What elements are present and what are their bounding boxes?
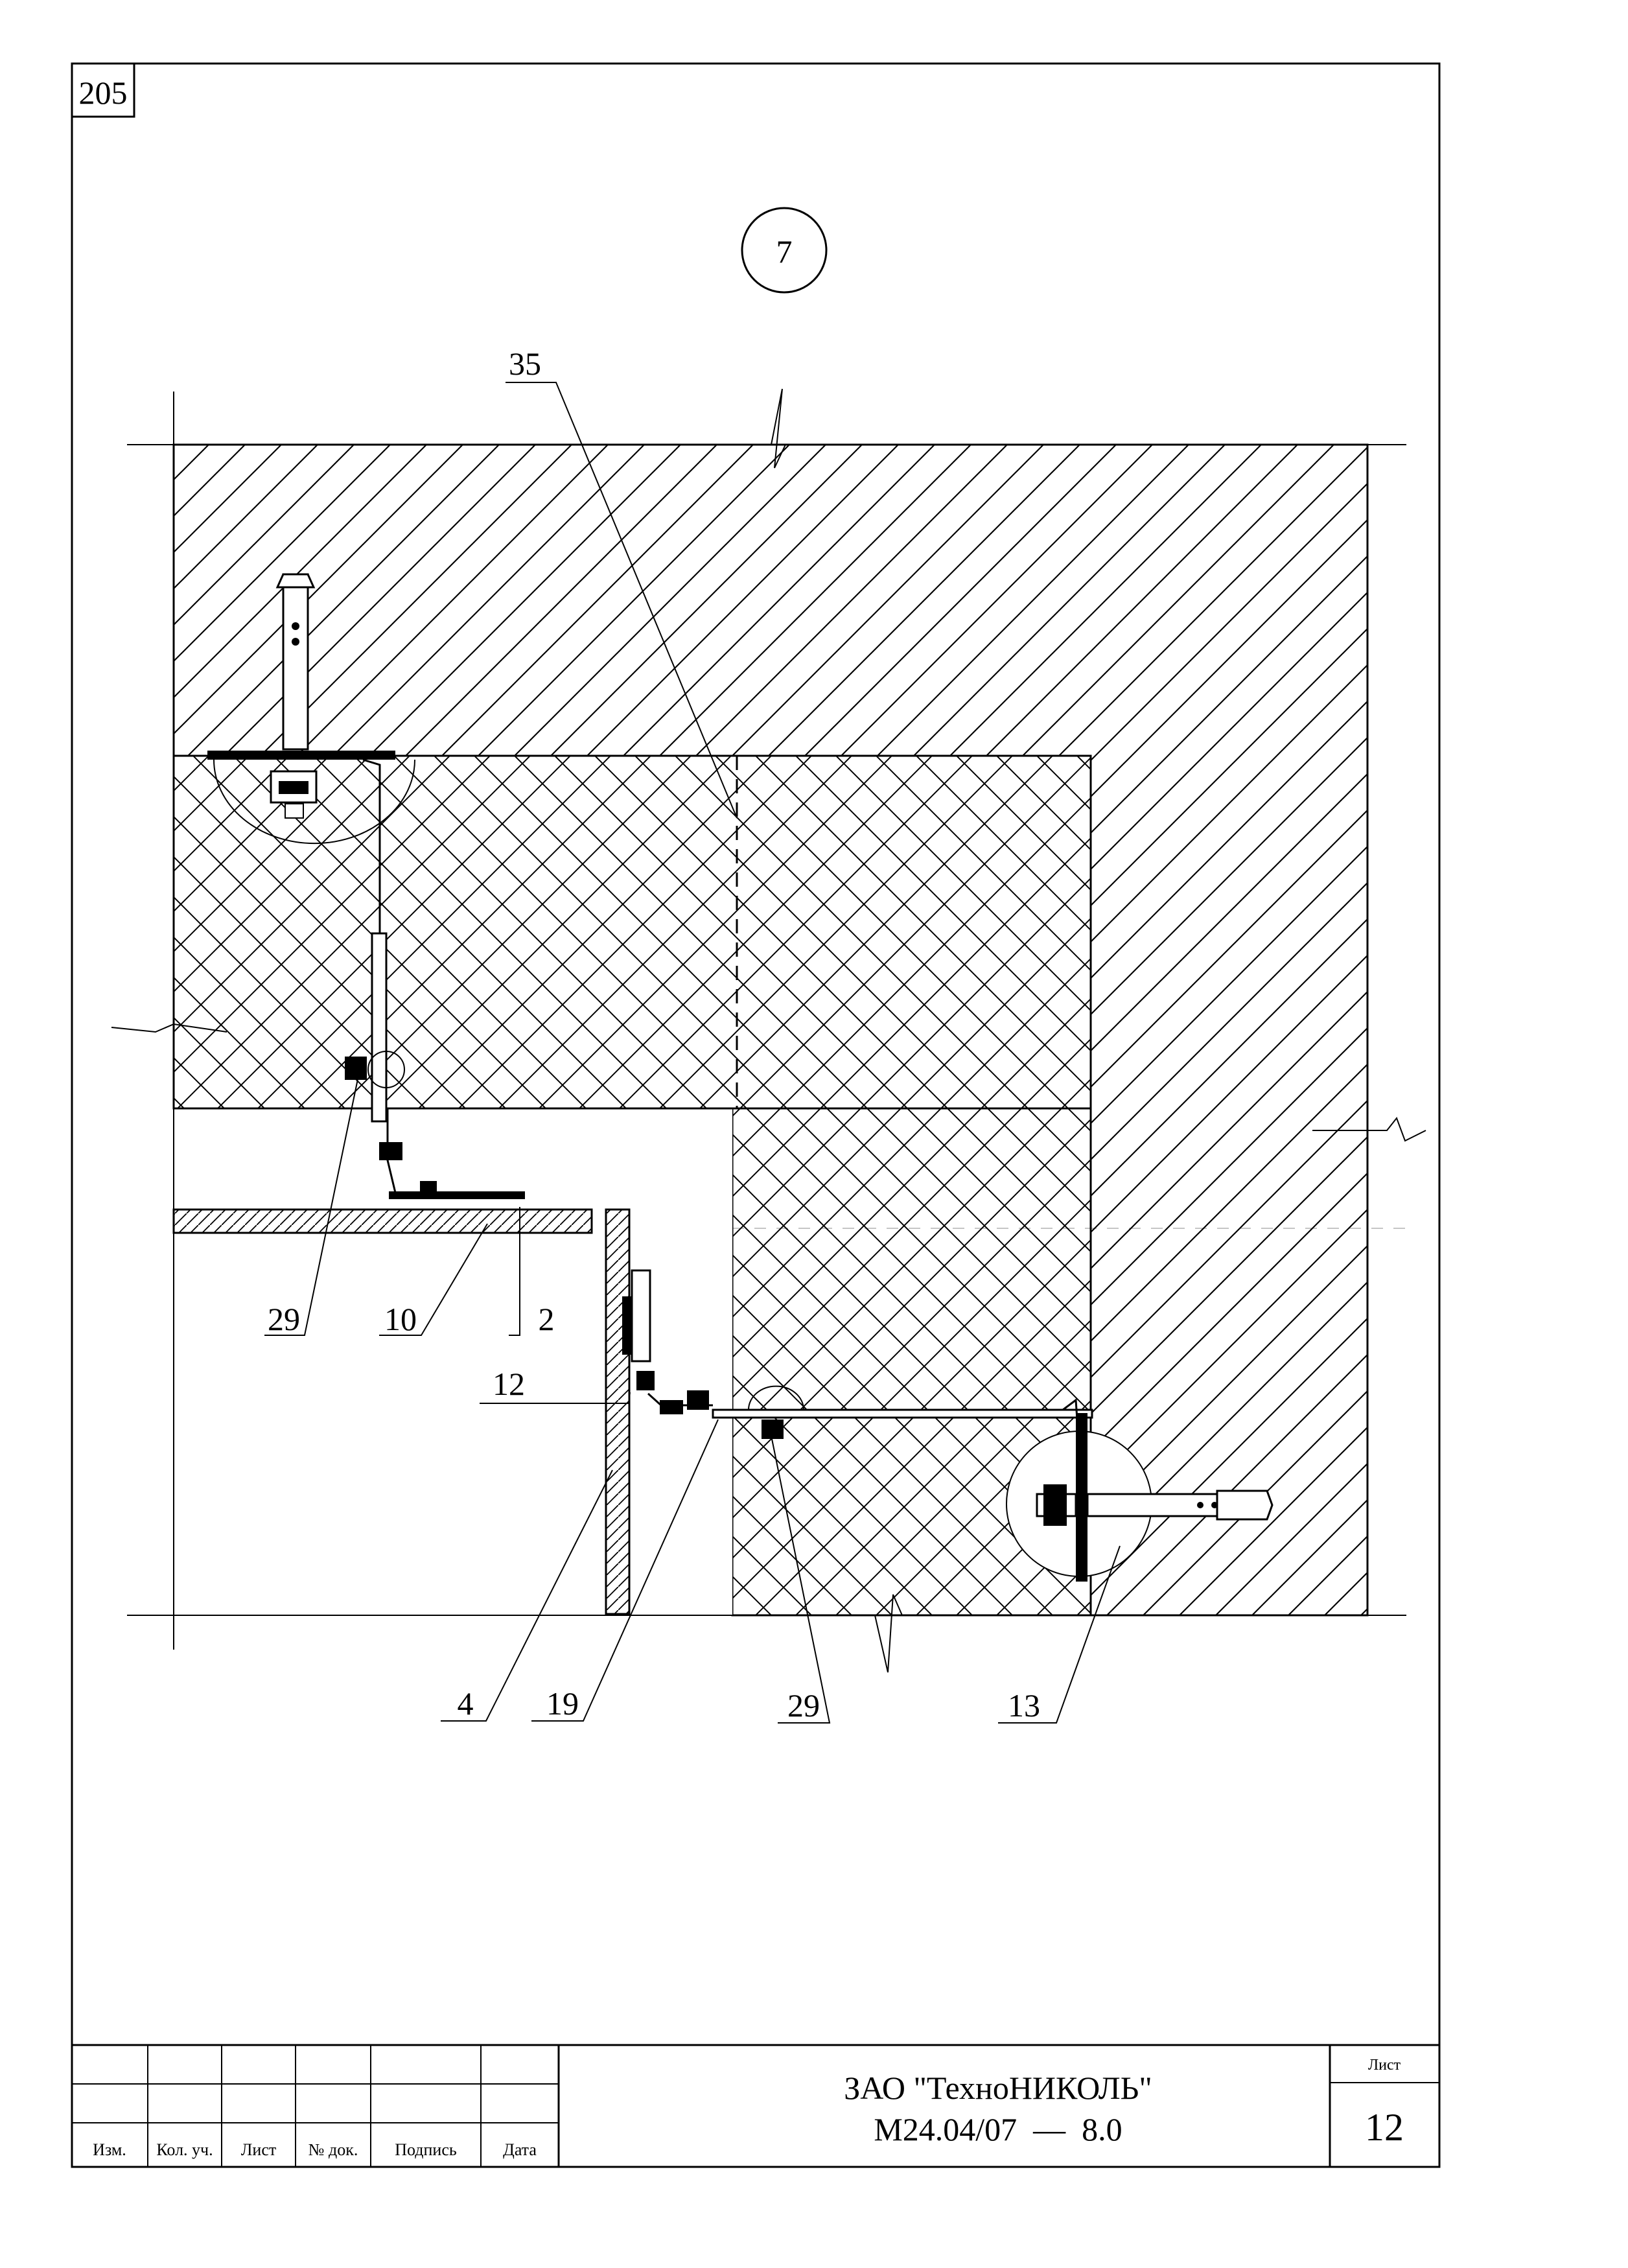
company-name: ЗАО "ТехноНИКОЛЬ" [844, 2070, 1152, 2106]
page-number: 205 [79, 75, 128, 111]
vertical-facing-panel [605, 1208, 631, 1615]
title-block-col-label: Подпись [395, 2140, 457, 2159]
title-block-col-label: Дата [503, 2140, 537, 2159]
upper-anchor [207, 573, 415, 845]
callout-label: 10 [384, 1301, 417, 1337]
insulation-upper-hatch [172, 754, 1092, 1110]
title-block-col-label: № док. [308, 2140, 358, 2159]
detail-marker [741, 207, 828, 294]
callout-label: 19 [546, 1685, 579, 1722]
soffit-panel [172, 1208, 593, 1234]
detail-number: 7 [776, 233, 793, 270]
title-block [71, 2044, 1441, 2168]
lower-bracket [622, 1269, 1093, 1449]
upper-bracket [345, 758, 525, 1199]
title-block-col-label: Кол. уч. [156, 2140, 213, 2159]
document-code: М24.04/07 — 8.0 [874, 2111, 1122, 2147]
right-anchor [1006, 1413, 1273, 1582]
callout-label: 4 [458, 1685, 474, 1722]
sheet-number: 12 [1365, 2106, 1404, 2149]
callout-label: 13 [1008, 1687, 1040, 1724]
leader-lines [264, 382, 1121, 1724]
page-number-box [71, 62, 135, 118]
title-block-col-label: Изм. [93, 2140, 126, 2159]
callout-label: 29 [787, 1687, 820, 1724]
sheet-label: Лист [1368, 2057, 1401, 2074]
callout-label: 2 [539, 1301, 555, 1337]
callout-label: 29 [268, 1301, 300, 1337]
callout-label: 35 [509, 345, 541, 382]
callout-label: 12 [493, 1366, 525, 1402]
title-block-col-label: Лист [241, 2140, 276, 2159]
